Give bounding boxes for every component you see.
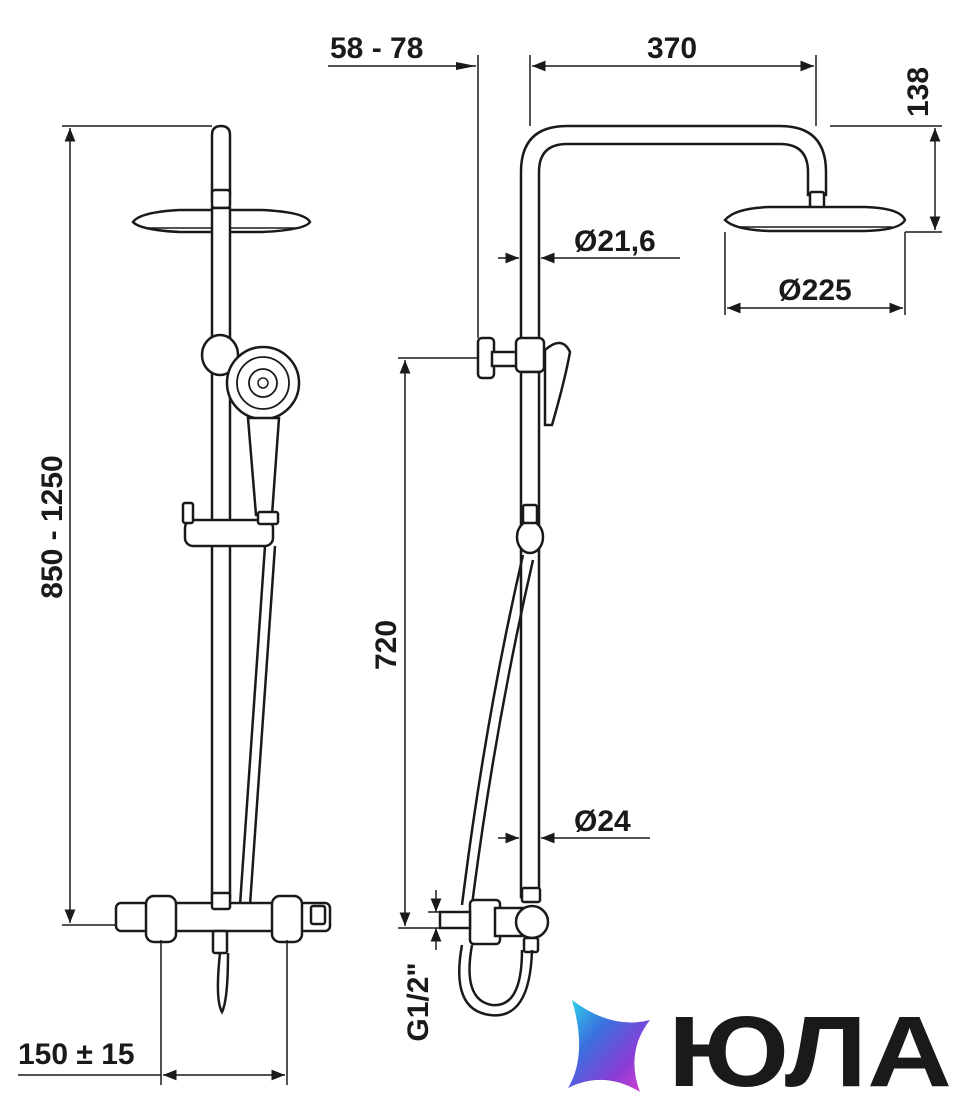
front-upper-bracket [200, 333, 240, 377]
head-diameter-label: Ø225 [778, 274, 851, 307]
front-slider [183, 518, 275, 548]
front-hose [238, 545, 267, 906]
side-dimensions [328, 55, 942, 950]
pipe-diameter-bottom-label: Ø24 [574, 805, 631, 838]
side-hose [460, 554, 525, 906]
inlet-thread-label: G1/2" [402, 962, 435, 1041]
front-head-connector [210, 188, 232, 210]
front-dimensions [18, 125, 288, 1085]
offset-label: 58 - 78 [330, 32, 423, 65]
pipe-diameter-top-label: Ø21,6 [574, 225, 656, 258]
front-hose-loop [216, 952, 230, 1015]
rail-height-label: 720 [370, 620, 403, 670]
spacing-label: 150 ± 15 [18, 1038, 135, 1071]
arm-length-label: 370 [647, 32, 697, 65]
front-view [114, 124, 332, 1015]
height-range-label: 850 - 1250 [36, 455, 69, 598]
front-riser-top [210, 124, 232, 195]
brand-logo: ЮЛА [568, 996, 952, 1100]
side-shower-head [723, 205, 907, 233]
side-rail [519, 370, 541, 899]
front-rail [210, 206, 232, 900]
logo-wordmark: ЮЛА [668, 996, 952, 1100]
side-slider [515, 519, 545, 555]
side-hose-loop [458, 944, 534, 1017]
side-view [438, 124, 907, 1017]
side-valve-knob [514, 904, 550, 940]
logo-star-icon [568, 1000, 650, 1092]
side-hand-shower [543, 341, 572, 427]
front-hand-shower-handle [246, 416, 281, 517]
side-overhead-arm [519, 124, 828, 342]
head-drop-label: 138 [902, 67, 935, 117]
